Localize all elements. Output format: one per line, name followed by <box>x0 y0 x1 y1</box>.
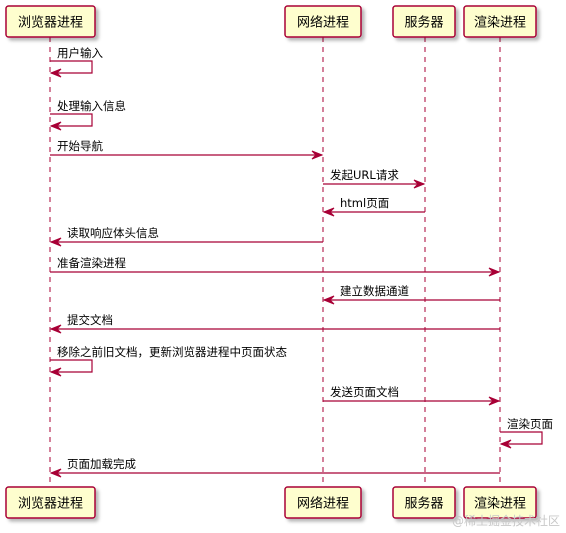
message-label: 读取响应体头信息 <box>67 226 159 240</box>
self-arrow-line <box>50 60 93 74</box>
arrow-head <box>311 150 324 160</box>
message-label: 用户输入 <box>57 46 103 60</box>
participant-box <box>392 5 456 38</box>
message-label: html页面 <box>340 196 389 210</box>
message-label: 发送页面文档 <box>330 385 399 399</box>
message-10: 移除之前旧文档，更新浏览器进程中页面状态 <box>49 345 287 377</box>
arrow-head <box>499 439 512 449</box>
arrow-head <box>488 267 501 277</box>
participant-network-top: 网络进程 <box>284 5 362 38</box>
message-1: 用户输入 <box>49 46 103 78</box>
message-6: 读取响应体头信息 <box>49 226 323 247</box>
message-13: 页面加载完成 <box>49 457 500 478</box>
participant-label: 网络进程 <box>297 15 349 31</box>
participant-box <box>392 486 456 519</box>
arrow-head <box>49 367 62 377</box>
message-9: 提交文档 <box>49 313 500 334</box>
arrow-head <box>49 68 62 78</box>
participant-label: 服务器 <box>404 15 443 31</box>
participant-box <box>463 5 537 38</box>
message-4: 发起URL请求 <box>323 168 426 189</box>
participant-box <box>5 486 96 519</box>
arrow-head <box>49 121 62 131</box>
arrow-head <box>49 468 62 478</box>
arrow-head <box>49 237 62 247</box>
message-label: 开始导航 <box>57 139 103 153</box>
participant-box <box>284 5 362 38</box>
arrow-head <box>413 179 426 189</box>
message-7: 准备渲染进程 <box>50 256 501 277</box>
participant-label: 浏览器进程 <box>18 496 83 512</box>
participant-label: 浏览器进程 <box>18 15 83 31</box>
participant-browser-bottom: 浏览器进程 <box>5 486 96 519</box>
watermark: @稀土掘金技术社区 <box>451 514 560 528</box>
message-11: 发送页面文档 <box>323 385 501 406</box>
message-2: 处理输入信息 <box>49 99 126 131</box>
message-5: html页面 <box>322 196 425 217</box>
message-label: 页面加载完成 <box>67 457 136 471</box>
participant-box <box>284 486 362 519</box>
arrow-head <box>322 207 335 217</box>
participant-box <box>463 486 537 519</box>
participant-network-bottom: 网络进程 <box>284 486 362 519</box>
participant-renderer-bottom: 渲染进程 <box>463 486 537 519</box>
message-12: 渲染页面 <box>499 417 553 449</box>
arrow-head <box>488 396 501 406</box>
self-arrow-line <box>500 431 543 445</box>
message-label: 渲染页面 <box>507 417 553 431</box>
participant-label: 渲染进程 <box>474 16 526 31</box>
message-label: 提交文档 <box>67 313 113 327</box>
participant-label: 网络进程 <box>297 496 349 512</box>
arrow-head <box>49 324 62 334</box>
message-3: 开始导航 <box>50 139 324 160</box>
participant-browser-top: 浏览器进程 <box>5 5 96 38</box>
participant-renderer-top: 渲染进程 <box>463 5 537 38</box>
message-label: 发起URL请求 <box>330 168 399 182</box>
message-label: 移除之前旧文档，更新浏览器进程中页面状态 <box>57 345 287 359</box>
self-arrow-line <box>50 113 93 127</box>
participant-label: 服务器 <box>404 496 443 512</box>
participant-server-bottom: 服务器 <box>392 486 456 519</box>
message-label: 建立数据通道 <box>340 284 409 298</box>
self-arrow-line <box>50 359 93 373</box>
lifelines <box>49 37 501 487</box>
participant-box <box>5 5 96 38</box>
message-label: 处理输入信息 <box>57 99 126 113</box>
arrow-head <box>322 295 335 305</box>
message-label: 准备渲染进程 <box>57 256 126 270</box>
message-8: 建立数据通道 <box>322 284 500 305</box>
participant-server-top: 服务器 <box>392 5 456 38</box>
participant-label: 渲染进程 <box>474 497 526 512</box>
